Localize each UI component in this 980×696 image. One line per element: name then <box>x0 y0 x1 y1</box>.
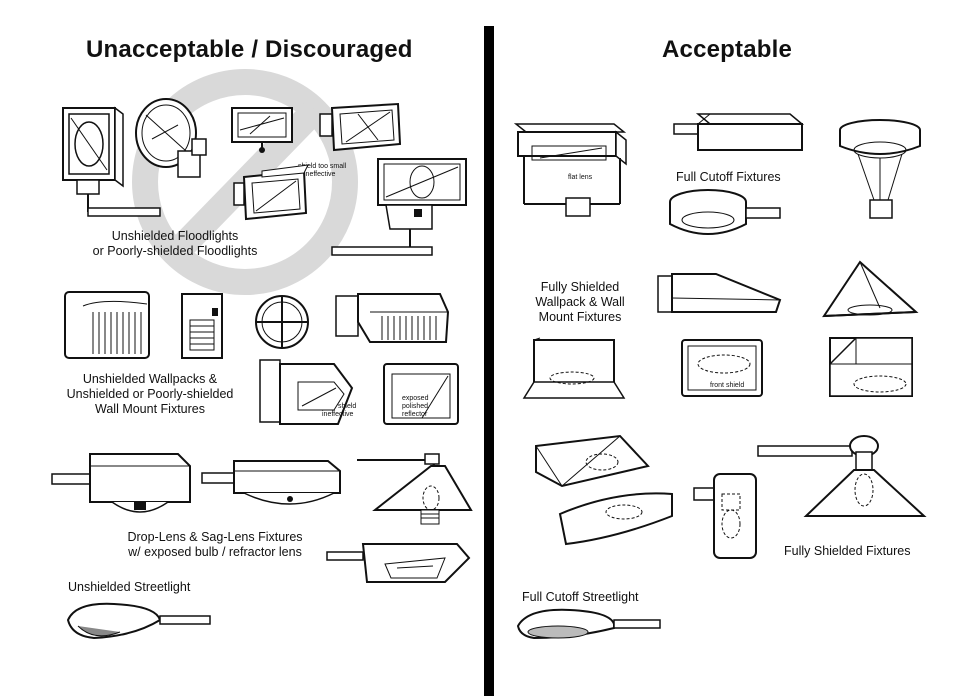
fully-shielded-wallpack-caption: Fully Shielded Wallpack & Wall Mount Fix… <box>535 280 625 324</box>
angled-floodlight-icon <box>318 100 408 160</box>
sloped-wallpack-icon <box>656 270 786 320</box>
panel-divider <box>484 26 494 696</box>
exposed-reflector-fixture-icon <box>382 362 462 428</box>
drop-lens-fixture-icon <box>50 446 195 521</box>
refractor-lens-fixture-icon <box>325 538 475 588</box>
small-floodlight-icon <box>226 104 301 153</box>
full-cutoff-caption: Full Cutoff Fixtures <box>676 170 781 184</box>
cone-fixture-exposed-bulb-icon <box>355 450 475 535</box>
wallpacks-caption: Unshielded Wallpacks & Unshielded or Poo… <box>66 372 234 416</box>
sag-lens-fixture-icon <box>200 457 345 517</box>
floodlights-caption: Unshielded Floodlights or Poorly-shielde… <box>92 229 258 258</box>
poorly-shielded-wallpack-icon <box>258 358 358 428</box>
round-full-cutoff-icon <box>664 186 784 244</box>
pendant-cage-fixture-icon <box>836 116 926 226</box>
acceptable-title: Acceptable <box>662 36 793 63</box>
unshielded-streetlight-icon <box>64 596 214 651</box>
shielded-floodlight-icon <box>232 165 312 225</box>
cylinder-fixture-icon <box>692 472 764 564</box>
cutoff-box-wall-fixture-icon <box>826 334 922 402</box>
fully-shielded-caption: Fully Shielded Fixtures <box>784 544 911 558</box>
pyramid-wall-fixture-icon <box>820 258 920 322</box>
large-floodlight-icon <box>330 155 470 265</box>
unshielded-streetlight-caption: Unshielded Streetlight <box>68 580 191 594</box>
shield-ineffective-note: shield ineffective <box>322 403 357 418</box>
full-cutoff-streetlight-icon <box>514 604 664 649</box>
shoebox-full-cutoff-icon <box>672 110 807 160</box>
flat-lens-fixture-icon <box>514 118 634 223</box>
front-shield-note: front shield <box>710 382 745 389</box>
vented-wall-fixture-icon <box>178 290 228 362</box>
curved-shielded-fixture-icon <box>556 488 680 550</box>
finned-wallpack-icon <box>334 292 454 352</box>
front-shield-wallpack-icon <box>678 336 770 402</box>
unacceptable-title: Unacceptable / Discouraged <box>86 36 413 63</box>
exposed-reflector-note: exposed polished reflector <box>402 395 429 418</box>
round-floodlight-icon <box>132 95 222 185</box>
flat-lens-note: flat lens <box>568 174 593 181</box>
unshielded-wallpack-icon <box>63 290 153 362</box>
round-bulkhead-icon <box>252 292 312 352</box>
droplens-caption: Drop-Lens & Sag-Lens Fixtures w/ exposed… <box>127 530 303 559</box>
shield-note: shield too small ineffective <box>298 163 347 178</box>
shielded-box-wallpack-icon <box>520 336 630 404</box>
full-cutoff-streetlight-caption: Full Cutoff Streetlight <box>522 590 639 604</box>
angled-shielded-fixture-icon <box>532 432 652 494</box>
cone-fully-shielded-icon <box>756 432 930 526</box>
floodlight-fixture-icon <box>55 100 165 220</box>
